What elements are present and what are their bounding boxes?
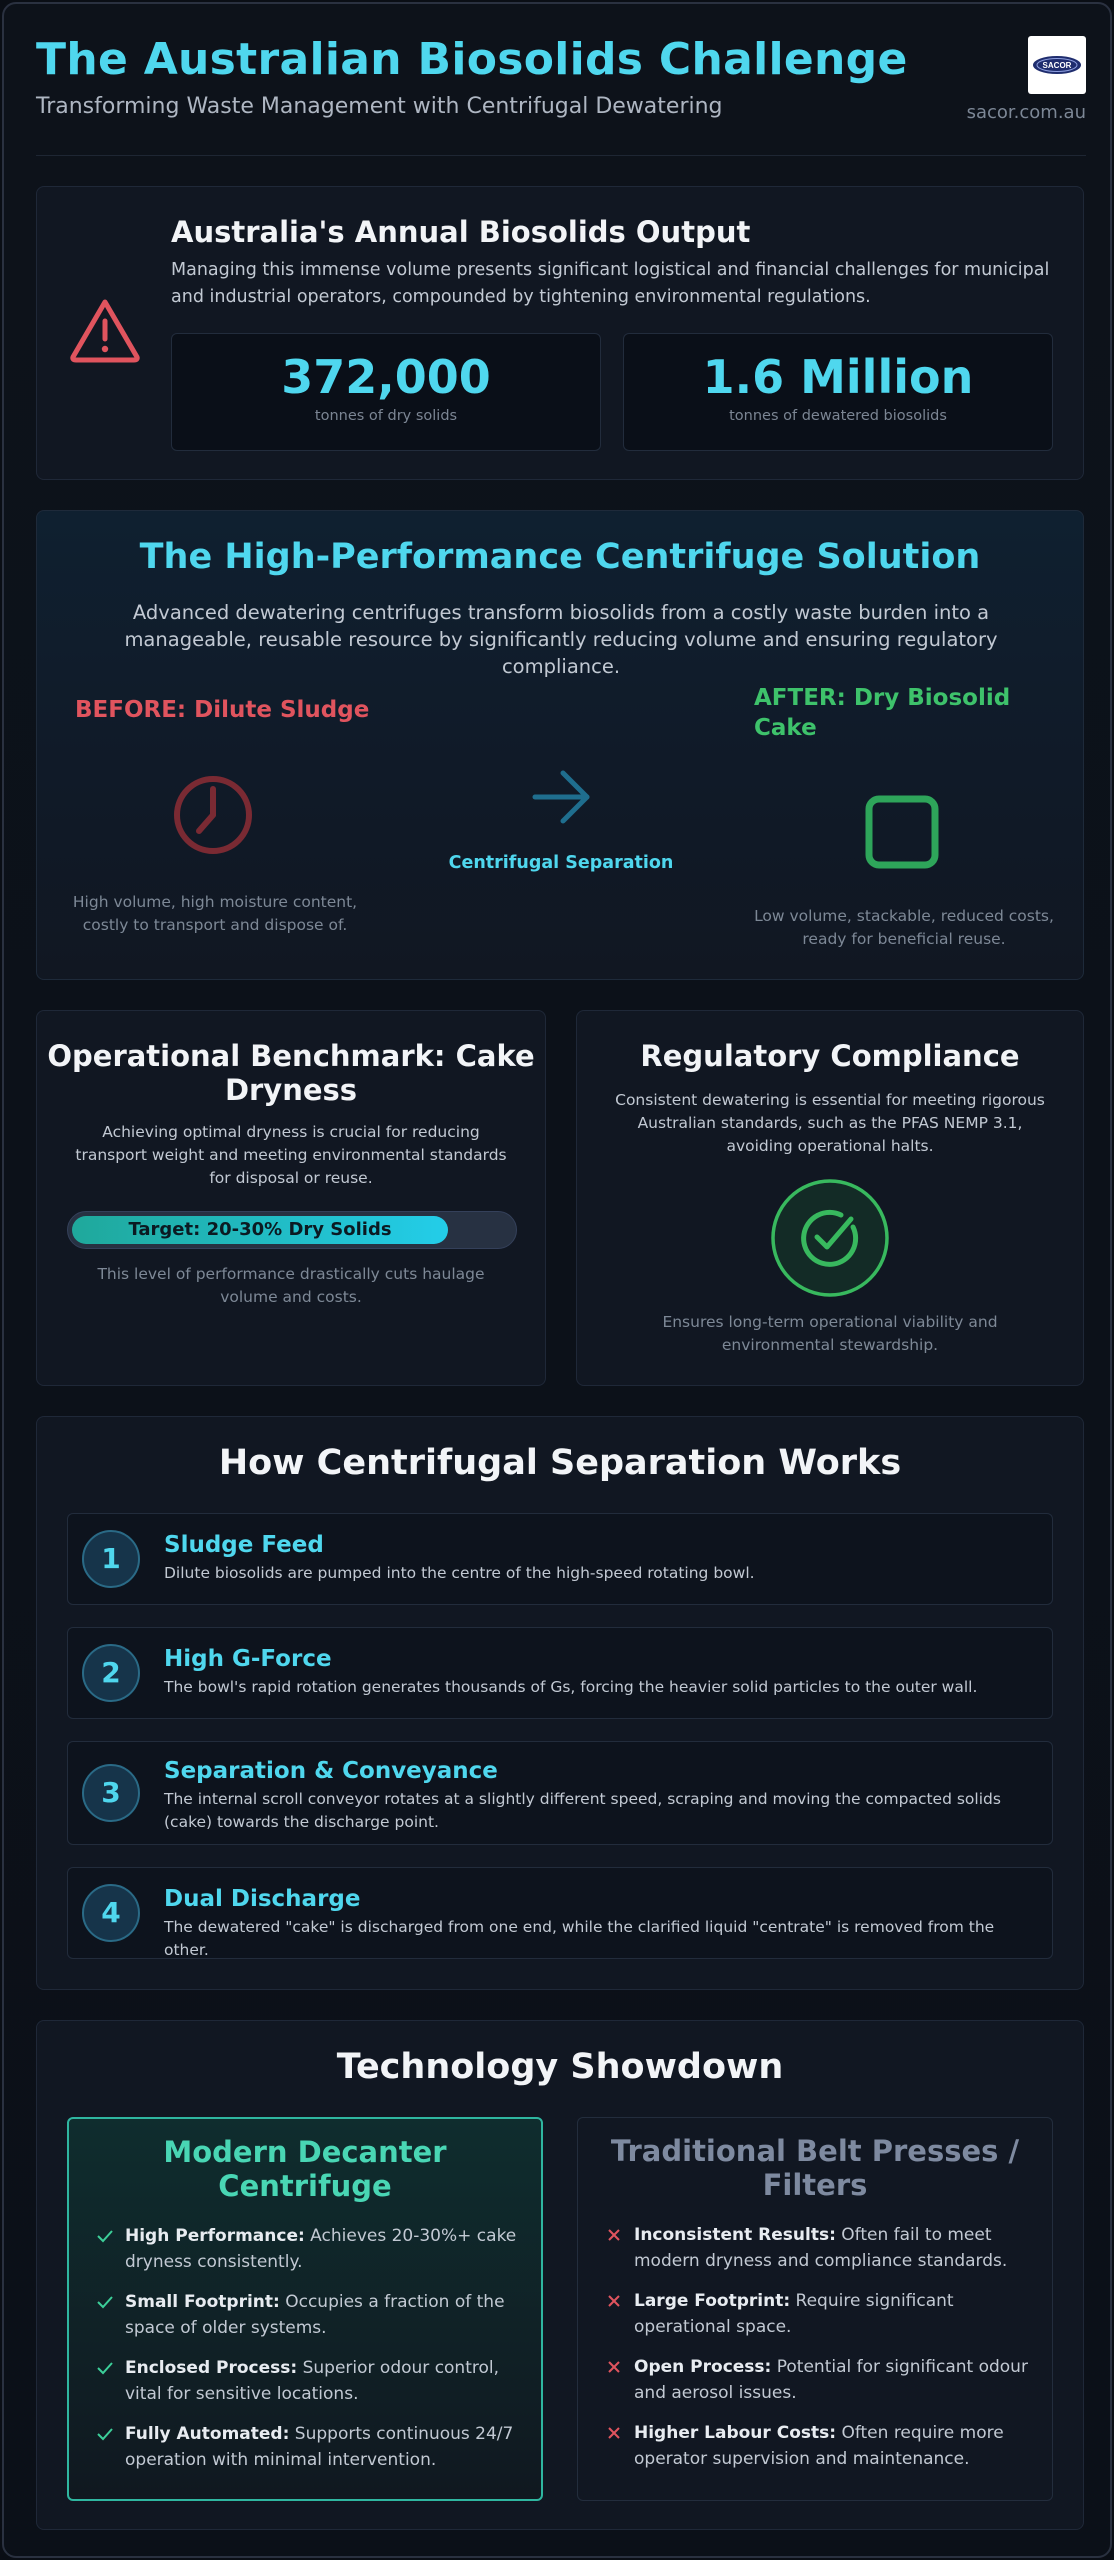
compliance-description: Consistent dewatering is essential for m…: [615, 1091, 1045, 1155]
page-title: The Australian Biosolids Challenge: [36, 34, 908, 85]
before-label: BEFORE: Dilute Sludge: [75, 697, 370, 723]
modern-centrifuge-column: Modern Decanter Centrifuge High Performa…: [67, 2117, 543, 2501]
square-icon: [865, 795, 939, 869]
process-step-3: 3 Separation & Conveyance The internal s…: [67, 1741, 1053, 1845]
modern-item: High Performance: Achieves 20-30%+ cake …: [95, 2223, 517, 2275]
cross-icon: [608, 2229, 620, 2241]
company-logo[interactable]: SACOR: [1028, 36, 1086, 94]
warning-icon: [70, 299, 140, 363]
showdown-title: Technology Showdown: [336, 2047, 784, 2087]
page-subtitle: Transforming Waste Management with Centr…: [36, 94, 723, 119]
step-title: Separation & Conveyance: [164, 1758, 498, 1784]
compliance-title: Regulatory Compliance: [640, 1039, 1020, 1073]
check-icon: [97, 2428, 113, 2441]
item-heading: Small Footprint:: [125, 2292, 280, 2312]
step-title: Dual Discharge: [164, 1886, 361, 1912]
stat-label: tonnes of dry solids: [314, 408, 458, 424]
item-heading: Enclosed Process:: [125, 2358, 298, 2378]
dryness-target-fill: Target: 20-30% Dry Solids: [72, 1216, 448, 1244]
traditional-column-title: Traditional Belt Presses / Filters: [610, 2134, 1020, 2202]
step-title: High G-Force: [164, 1646, 332, 1672]
modern-item: Small Footprint: Occupies a fraction of …: [95, 2289, 517, 2341]
cross-icon: [608, 2295, 620, 2307]
traditional-item: Higher Labour Costs: Often require more …: [604, 2420, 1028, 2472]
traditional-item: Inconsistent Results: Often fail to meet…: [604, 2222, 1028, 2274]
benchmark-title: Operational Benchmark: Cake Dryness: [47, 1039, 535, 1107]
website-link[interactable]: sacor.com.au: [966, 102, 1086, 123]
stat-value: 1.6 Million: [702, 350, 974, 404]
after-description: Low volume, stackable, reduced costs, re…: [754, 907, 1054, 948]
item-heading: Fully Automated:: [125, 2424, 290, 2444]
item-heading: Large Footprint:: [634, 2291, 791, 2311]
modern-column-title: Modern Decanter Centrifuge: [163, 2135, 447, 2203]
benchmark-description: Achieving optimal dryness is crucial for…: [75, 1123, 507, 1187]
stat-dewatered-biosolids: 1.6 Million tonnes of dewatered biosolid…: [623, 333, 1053, 451]
stat-dry-solids: 372,000 tonnes of dry solids: [171, 333, 601, 451]
solution-card: The High-Performance Centrifuge Solution…: [36, 510, 1084, 980]
process-step-2: 2 High G-Force The bowl's rapid rotation…: [67, 1627, 1053, 1719]
solution-title: The High-Performance Centrifuge Solution: [139, 537, 981, 577]
step-number-badge: 2: [82, 1644, 140, 1702]
item-text: Potential for significant odour and aero…: [634, 2357, 1028, 2403]
cross-icon: [608, 2427, 620, 2439]
arrow-right-icon: [532, 770, 590, 824]
step-number-badge: 1: [82, 1530, 140, 1588]
step-description: The internal scroll conveyor rotates at …: [164, 1790, 1001, 1831]
benchmark-note: This level of performance drastically cu…: [97, 1265, 485, 1306]
item-text: Often fail to meet modern dryness and co…: [634, 2225, 1008, 2271]
header: The Australian Biosolids Challenge Trans…: [36, 34, 1086, 156]
step-description: Dilute biosolids are pumped into the cen…: [164, 1564, 755, 1582]
check-icon: [97, 2296, 113, 2309]
output-card: Australia's Annual Biosolids Output Mana…: [36, 186, 1084, 480]
compliance-card: Regulatory Compliance Consistent dewater…: [576, 1010, 1084, 1386]
item-heading: High Performance:: [125, 2226, 305, 2246]
after-label: AFTER: Dry Biosolid Cake: [754, 685, 1011, 741]
modern-item: Enclosed Process: Superior odour control…: [95, 2355, 517, 2407]
traditional-presses-column: Traditional Belt Presses / Filters Incon…: [577, 2117, 1053, 2501]
benchmark-card: Operational Benchmark: Cake Dryness Achi…: [36, 1010, 546, 1386]
check-icon: [97, 2230, 113, 2243]
item-heading: Inconsistent Results:: [634, 2225, 836, 2245]
modern-item: Fully Automated: Supports continuous 24/…: [95, 2421, 517, 2473]
clock-icon: [174, 776, 252, 854]
item-heading: Higher Labour Costs:: [634, 2423, 837, 2443]
stat-label: tonnes of dewatered biosolids: [729, 408, 947, 424]
item-text: Superior odour control, vital for sensit…: [125, 2358, 500, 2404]
item-text: Occupies a fraction of the space of olde…: [125, 2292, 505, 2338]
dryness-target-bar: Target: 20-30% Dry Solids: [67, 1211, 517, 1249]
step-number-badge: 3: [82, 1764, 140, 1822]
item-text: Often require more operator supervision …: [634, 2423, 1004, 2469]
process-label: Centrifugal Separation: [448, 853, 674, 873]
step-number-badge: 4: [82, 1884, 140, 1942]
check-icon: [97, 2362, 113, 2375]
check-circle-icon: [771, 1179, 889, 1297]
item-text: Achieves 20-30%+ cake dryness consistent…: [125, 2226, 517, 2272]
output-title: Australia's Annual Biosolids Output: [171, 215, 751, 249]
showdown-card: Technology Showdown Modern Decanter Cent…: [36, 2020, 1084, 2530]
cross-icon: [608, 2361, 620, 2373]
compliance-note: Ensures long-term operational viability …: [662, 1313, 998, 1354]
traditional-item: Large Footprint: Require significant ope…: [604, 2288, 1028, 2340]
process-step-4: 4 Dual Discharge The dewatered "cake" is…: [67, 1867, 1053, 1959]
process-title: How Centrifugal Separation Works: [218, 1443, 902, 1483]
output-description: Managing this immense volume presents si…: [171, 260, 1050, 307]
step-description: The dewatered "cake" is discharged from …: [164, 1918, 995, 1959]
step-description: The bowl's rapid rotation generates thou…: [164, 1678, 978, 1696]
process-card: How Centrifugal Separation Works 1 Sludg…: [36, 1416, 1084, 1990]
item-text: Require significant operational space.: [634, 2291, 954, 2337]
item-text: Supports continuous 24/7 operation with …: [125, 2424, 514, 2470]
item-heading: Open Process:: [634, 2357, 772, 2377]
process-step-1: 1 Sludge Feed Dilute biosolids are pumpe…: [67, 1513, 1053, 1605]
traditional-item: Open Process: Potential for significant …: [604, 2354, 1028, 2406]
logo-mark: SACOR: [1033, 56, 1081, 74]
stat-value: 372,000: [281, 350, 491, 404]
svg-text:SACOR: SACOR: [1043, 61, 1072, 70]
before-description: High volume, high moisture content, cost…: [72, 893, 358, 934]
step-title: Sludge Feed: [164, 1532, 324, 1558]
solution-description: Advanced dewatering centrifuges transfor…: [124, 601, 998, 678]
